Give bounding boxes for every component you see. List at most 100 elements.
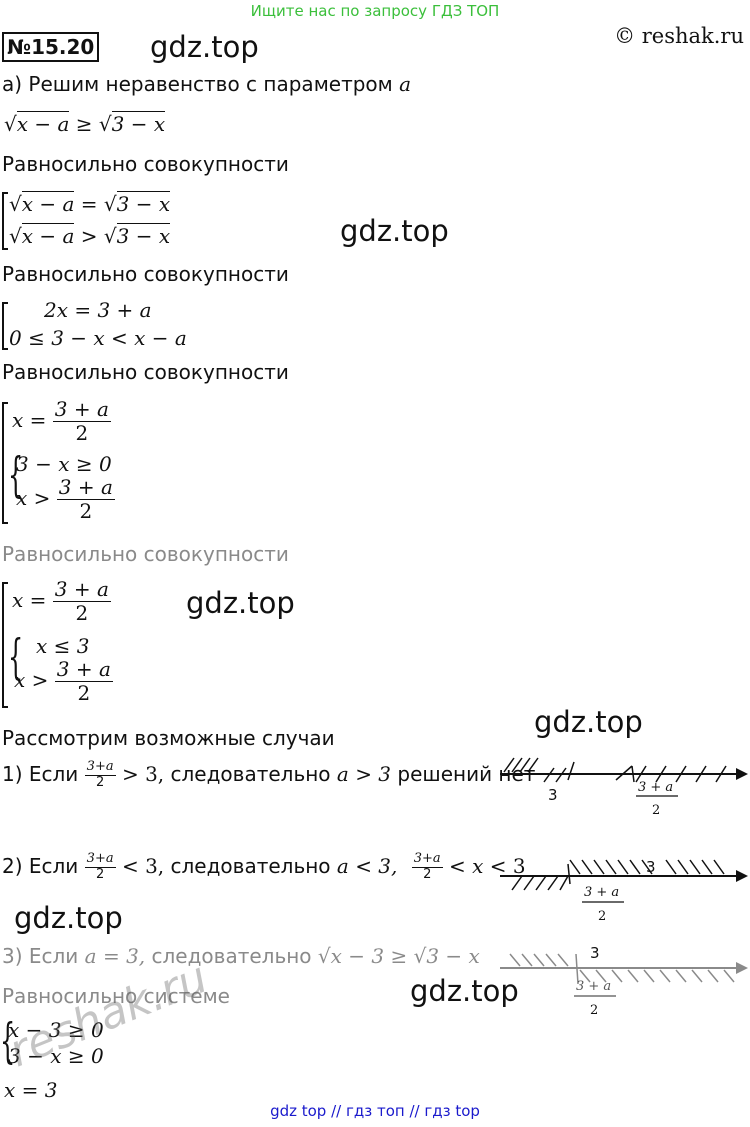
set4-sys-line2: x > 3 + a 2 bbox=[14, 658, 113, 705]
watermark: gdz.top bbox=[14, 901, 123, 935]
case1-mid: следовательно bbox=[170, 761, 331, 786]
case2-mid: следовательно bbox=[170, 853, 331, 878]
reshak-watermark: reshak.ru bbox=[2, 951, 215, 1078]
x-gt: x > bbox=[16, 486, 51, 510]
watermark: gdz.top bbox=[410, 974, 519, 1008]
set-bracket bbox=[2, 302, 8, 350]
number-line-2: 3 3 + a 2 bbox=[500, 858, 748, 924]
case3-mid: следовательно bbox=[151, 944, 312, 968]
tick-label-frac-den: 2 bbox=[590, 1003, 598, 1018]
sqrt-icon: √ bbox=[103, 224, 117, 248]
tick-label-3: 3 bbox=[548, 786, 558, 804]
sqrt-icon: √ bbox=[98, 112, 112, 136]
x-eq: x = bbox=[12, 588, 47, 612]
fraction: 3 + a 2 bbox=[52, 398, 111, 445]
set1-line2: √x − a > √3 − x bbox=[9, 223, 171, 248]
watermark: gdz.top bbox=[340, 214, 449, 248]
number-line-1: 3 3 + a 2 bbox=[500, 757, 748, 818]
intro-text: а) Решим неравенство с параметром bbox=[2, 72, 393, 96]
case2-rel: < 3, bbox=[121, 853, 165, 878]
frac-den: 2 bbox=[79, 499, 93, 523]
set1-l1-right: 3 − x bbox=[116, 191, 171, 216]
copyright: © reshak.ru bbox=[614, 24, 744, 48]
problem-number: №15.20 bbox=[2, 32, 100, 62]
sqrt-icon: √ bbox=[9, 224, 22, 248]
tick-label-frac-num: 3 + a bbox=[584, 885, 619, 900]
frac-num: 3 + a bbox=[54, 657, 113, 682]
case1-cond: a > 3 bbox=[336, 761, 392, 786]
answer: x = 3 bbox=[4, 1078, 58, 1102]
frac-den: 2 bbox=[75, 601, 89, 625]
set2-line1: 2x = 3 + a bbox=[44, 298, 152, 322]
frac-num: 3+a bbox=[84, 759, 116, 776]
equiv-set-label: Равносильно совокупности bbox=[2, 542, 289, 566]
frac-den: 2 bbox=[75, 421, 89, 445]
watermark: gdz.top bbox=[150, 30, 259, 64]
top-banner: Ищите нас по запросу ГДЗ ТОП bbox=[250, 2, 500, 20]
equiv-system-label: Равносильно системе bbox=[2, 984, 230, 1008]
frac-den: 2 bbox=[77, 681, 91, 705]
fraction: 3 + a 2 bbox=[56, 475, 115, 523]
tick-label-3: 3 bbox=[646, 858, 656, 876]
param-symbol: a bbox=[399, 72, 412, 96]
tick-label-frac-num: 3 + a bbox=[638, 780, 673, 795]
system-line1: x − 3 ≥ 0 bbox=[8, 1018, 104, 1042]
set-bracket bbox=[2, 192, 8, 250]
tick-label-3: 3 bbox=[590, 944, 600, 962]
case1-prefix: 1) Если bbox=[2, 761, 79, 786]
case3-ineq: √x − 3 ≥ √3 − x bbox=[317, 944, 480, 968]
main-inequality: √x − a ≥ √3 − x bbox=[4, 111, 166, 136]
case3-prefix: 3) Если bbox=[2, 944, 79, 968]
fraction: 3+a 2 bbox=[411, 851, 443, 883]
equiv-set-label: Равносильно совокупности bbox=[2, 152, 289, 176]
frac-den: 2 bbox=[423, 866, 432, 882]
sqrt-icon: √ bbox=[103, 192, 117, 216]
set-bracket bbox=[2, 582, 8, 708]
set1-line1: √x − a = √3 − x bbox=[9, 191, 171, 216]
case1-rel: > 3, bbox=[121, 761, 165, 786]
set3-sys-line1: 3 − x ≥ 0 bbox=[16, 452, 112, 476]
tick-label-frac-num: 3 + a bbox=[576, 979, 611, 994]
frac-num: 3+a bbox=[84, 851, 116, 868]
frac-num: 3+a bbox=[411, 851, 443, 868]
set3-line1: x = 3 + a 2 bbox=[12, 398, 111, 445]
main-left: x − a bbox=[16, 111, 70, 136]
tick-label-frac-den: 2 bbox=[652, 803, 660, 818]
fraction: 3+a 2 bbox=[84, 851, 116, 883]
eq-sign: = bbox=[80, 192, 98, 216]
set1-l1-left: x − a bbox=[21, 191, 75, 216]
intro-line: а) Решим неравенство с параметром a bbox=[2, 72, 411, 96]
equiv-set-label: Равносильно совокупности bbox=[2, 262, 289, 286]
case2-line: 2) Если 3+a 2 < 3, следовательно a < 3, … bbox=[2, 851, 526, 883]
frac-den: 2 bbox=[95, 774, 105, 790]
sqrt-icon: √ bbox=[9, 192, 22, 216]
frac-num: 3 + a bbox=[52, 577, 111, 602]
case3-line: 3) Если a = 3, следовательно √x − 3 ≥ √3… bbox=[2, 944, 480, 968]
watermark: gdz.top bbox=[534, 705, 643, 739]
sqrt-icon: √ bbox=[4, 112, 17, 136]
set1-l2-right: 3 − x bbox=[116, 223, 171, 248]
case2-cond: a < 3, bbox=[336, 853, 398, 878]
system-brace: { bbox=[8, 447, 24, 503]
case2-prefix: 2) Если bbox=[2, 853, 79, 878]
equiv-set-label: Равносильно совокупности bbox=[2, 360, 289, 384]
set-bracket bbox=[2, 402, 8, 524]
system-line2: 3 − x ≥ 0 bbox=[8, 1044, 104, 1068]
system-brace: { bbox=[8, 629, 24, 685]
frac-den: 2 bbox=[95, 866, 105, 882]
main-right: 3 − x bbox=[111, 111, 166, 136]
set1-l2-left: x − a bbox=[21, 223, 75, 248]
ge-sign: ≥ bbox=[75, 112, 93, 136]
number-line-3: 3 3 + a 2 bbox=[500, 944, 748, 1018]
set4-sys-line1: x ≤ 3 bbox=[36, 634, 90, 658]
x-eq: x = bbox=[12, 408, 47, 432]
fraction: 3 + a 2 bbox=[52, 577, 111, 625]
case2-lt: < x < bbox=[449, 853, 507, 878]
frac-num: 3 + a bbox=[56, 475, 115, 500]
set2-line2: 0 ≤ 3 − x < x − a bbox=[9, 326, 187, 350]
case3-cond: a = 3, bbox=[84, 944, 146, 968]
gt-sign: > bbox=[80, 224, 98, 248]
case1-line: 1) Если 3+a 2 > 3, следовательно a > 3 р… bbox=[2, 759, 535, 791]
footer-links[interactable]: gdz top // гдз топ // гдз top bbox=[270, 1102, 480, 1120]
set4-line1: x = 3 + a 2 bbox=[12, 578, 111, 625]
